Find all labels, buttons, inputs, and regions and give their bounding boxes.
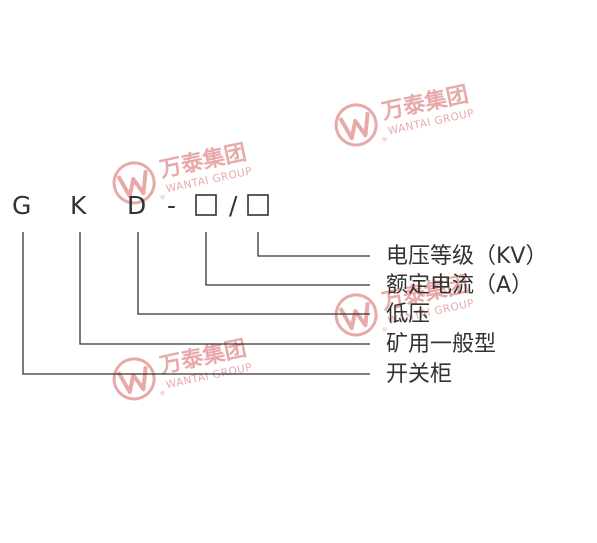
connector-low-voltage [137, 232, 370, 315]
connector-mining-general [79, 232, 370, 345]
watermark-top-right: 万泰集团 WANTAI GROUP ® [334, 81, 475, 147]
wantai-logo-icon [334, 293, 378, 337]
watermark-bottom-left: 万泰集团 WANTAI GROUP ® [112, 335, 253, 401]
wantai-logo-icon [334, 103, 378, 147]
placeholder-box-voltage [247, 194, 269, 216]
connector-switchgear [22, 232, 370, 375]
code-char-g: G [12, 191, 31, 220]
connector-voltage-level [257, 232, 370, 257]
watermark-registered: ® [381, 326, 388, 334]
label-voltage-level: 电压等级（KV） [386, 244, 547, 269]
watermark-registered: ® [159, 194, 166, 202]
placeholder-box-current [195, 194, 217, 216]
watermark-registered: ® [381, 136, 388, 144]
label-rated-current: 额定电流（A） [386, 273, 533, 298]
wantai-logo-icon [112, 357, 156, 401]
code-char-d: D [127, 191, 146, 220]
watermark-registered: ® [159, 390, 166, 398]
wantai-logo-icon [112, 161, 156, 205]
label-low-voltage: 低压 [386, 302, 430, 327]
code-char-k: K [70, 191, 87, 220]
connector-rated-current [205, 232, 370, 286]
label-switchgear: 开关柜 [386, 362, 452, 387]
code-char-dash: - [167, 191, 176, 220]
label-mining-general: 矿用一般型 [386, 332, 496, 357]
code-char-slash: / [229, 191, 238, 220]
